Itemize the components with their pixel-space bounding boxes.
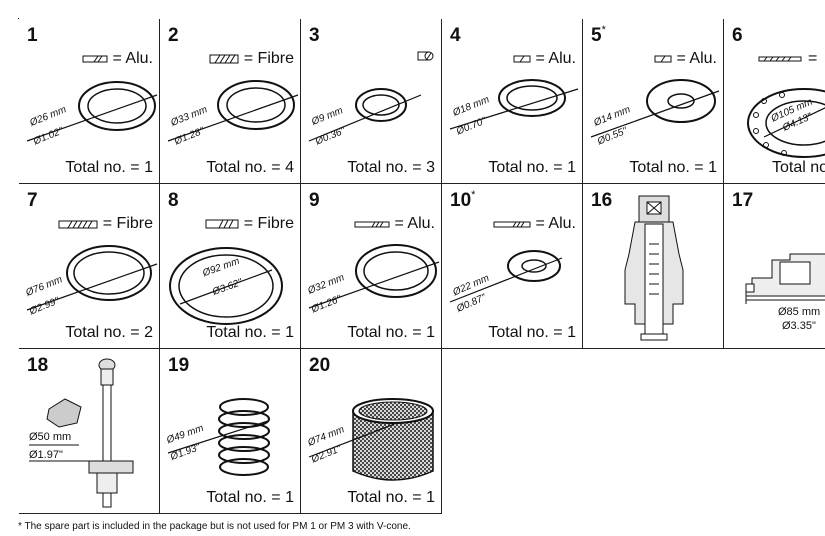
part-2-cell: 2 = Fibre Ø33 mm Ø1.28" Total no. = 4: [160, 19, 301, 184]
filter-screen-drawing: [308, 398, 434, 481]
total-count: Total no. = 1: [206, 489, 294, 506]
alu-hatch-icon: [513, 55, 531, 63]
bonnet-drawing: [745, 253, 825, 304]
part-7-cell: 7 = Fibre Ø76 mm Ø2.99" Total no. = 2: [19, 184, 160, 349]
spare-parts-grid: 1 = Alu. Ø26 mm Ø1.02" Total no. = 1 2 =…: [18, 18, 825, 514]
fibre-hatch-icon: [205, 219, 239, 229]
diameter-mm: Ø50 mm: [29, 431, 72, 443]
material-label: = Alu.: [535, 215, 576, 232]
part-number: 4: [450, 25, 461, 46]
part-16-cell: 16: [583, 184, 724, 349]
washer-drawing: [169, 247, 283, 325]
washer-drawing: [26, 245, 158, 311]
diameter-inch: Ø1.97": [29, 449, 63, 461]
part-number: 18: [27, 355, 49, 376]
part-number: 1: [27, 25, 38, 46]
total-count: Total no. = 3: [347, 159, 435, 176]
total-count: Total no. = 2: [65, 324, 153, 341]
part-4-cell: 4 = Alu. Ø18 mm Ø0.70" Total no. = 1: [442, 19, 583, 184]
total-count: Total no. = 1: [488, 324, 576, 341]
total-count: Total no. = 1: [488, 159, 576, 176]
part-1-cell: 1 = Alu. Ø26 mm Ø1.02" Total no. = 1: [19, 19, 160, 184]
washer-drawing: [590, 79, 720, 138]
washer-drawing: [449, 79, 579, 130]
material-legend: = Alu.: [654, 50, 717, 68]
washer-drawing: [167, 80, 299, 142]
part-8-cell: 8 = Fibre Ø92 mm Ø3.62" Total no. = 1: [160, 184, 301, 349]
part-number: 5*: [591, 24, 606, 46]
material-label: = Fibre: [102, 215, 153, 232]
material-legend: = Fibre: [205, 215, 294, 233]
part-number: 7: [27, 190, 38, 211]
total-count: Total no: [772, 159, 825, 176]
diameter-inch: Ø3.35": [782, 320, 816, 332]
material-label: = Alu.: [676, 50, 717, 67]
alu-hatch-icon: [82, 55, 108, 63]
part-number: 10*: [450, 189, 476, 211]
washer-drawing: [26, 81, 158, 142]
material-legend: = Alu.: [513, 50, 576, 68]
part-20-cell: 20 Ø74 mm Ø2.91" Total no. = 1: [301, 349, 442, 514]
material-legend: = Alu.: [82, 50, 153, 68]
fibre-hatch-icon: [58, 220, 98, 228]
part-number: 8: [168, 190, 179, 211]
part-number: 3: [309, 25, 320, 46]
part-3-cell: 3 Ø9 mm Ø0.36" Total no. = 3: [301, 19, 442, 184]
total-count: Total no. = 1: [347, 324, 435, 341]
washer-drawing: [308, 244, 440, 309]
material-label: = Alu.: [535, 50, 576, 67]
diameter-mm: Ø85 mm: [778, 306, 821, 318]
washer-drawing: [449, 250, 563, 303]
part-number: 6: [732, 25, 743, 46]
material-label: =: [808, 50, 818, 67]
part-18-cell: 18 Ø50 mm Ø1.97": [19, 349, 160, 514]
material-label: = Fibre: [243, 50, 294, 67]
part-number: 16: [591, 190, 613, 211]
footnote: * The spare part is included in the pack…: [18, 521, 411, 532]
total-count: Total no. = 1: [629, 159, 717, 176]
flange-gasket-drawing: [747, 88, 825, 158]
part-19-cell: 19 Ø49 mm Ø1.93" Total no. = 1: [160, 349, 301, 514]
fibre-hatch-icon: [209, 54, 239, 64]
part-number: 20: [309, 355, 331, 376]
material-label: = Fibre: [243, 215, 294, 232]
gasket-hatch-icon: [758, 56, 802, 62]
total-count: Total no. = 4: [206, 159, 294, 176]
part-17-cell: 17 Ø85 mm Ø3.35": [724, 184, 825, 349]
material-legend: = Alu.: [354, 215, 435, 233]
material-legend: = Alu.: [493, 215, 576, 233]
spring-drawing: [167, 398, 270, 476]
part-5-cell: 5* = Alu. Ø14 mm Ø0.55" Total no. = 1: [583, 19, 724, 184]
o-ring-section-icon: [417, 51, 434, 61]
part-9-cell: 9 = Alu. Ø32 mm Ø1.26" Total no. = 1: [301, 184, 442, 349]
part-number: 17: [732, 190, 754, 211]
material-label: = Alu.: [394, 215, 435, 232]
material-label: = Alu.: [112, 50, 153, 67]
alu-hatch-icon: [354, 221, 390, 227]
material-legend: =: [758, 50, 817, 68]
total-count: Total no. = 1: [206, 324, 294, 341]
material-legend: = Fibre: [58, 215, 153, 233]
alu-hatch-icon: [493, 221, 531, 227]
part-10-cell: 10* = Alu. Ø22 mm Ø0.87" Total no. = 1: [442, 184, 583, 349]
material-legend: = Fibre: [209, 50, 294, 68]
washer-drawing: [308, 88, 422, 142]
part-number: 2: [168, 25, 179, 46]
part-6-cell: 6 = Ø105 mm Ø4.13" Total no: [724, 19, 825, 184]
part-number: 19: [168, 355, 190, 376]
spindle-drawing: [29, 358, 134, 508]
alu-hatch-icon: [654, 55, 672, 63]
material-legend: [417, 50, 435, 62]
total-count: Total no. = 1: [347, 489, 435, 506]
total-count: Total no. = 1: [65, 159, 153, 176]
part-number: 9: [309, 190, 320, 211]
valve-insert-drawing: [624, 195, 684, 341]
